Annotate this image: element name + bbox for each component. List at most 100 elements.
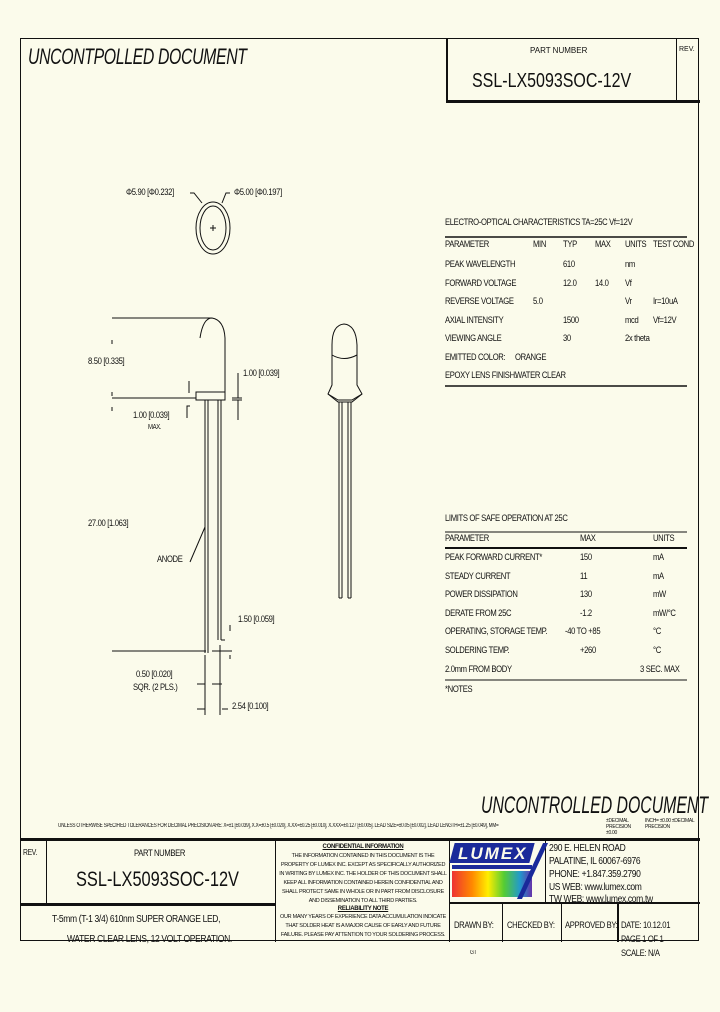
drawn-by: GT — [470, 950, 477, 956]
dim-lead-length: 27.00 [1.063] — [88, 518, 129, 528]
table-cell: °C — [653, 645, 661, 655]
title-block-part-number: SSL-LX5093SOC-12V — [76, 868, 239, 891]
table-cell: -40 TO +85 — [565, 626, 601, 637]
table-cell: nm — [625, 259, 635, 269]
table-cell: Vr — [625, 296, 632, 306]
table-cell: Vf=12V — [653, 314, 677, 325]
title-block-part-number-label: PART NUMBER — [134, 848, 186, 858]
table-cell: 30 — [563, 333, 571, 343]
side-view-flange — [195, 391, 226, 401]
mm-precision-note: ±DECIMAL PRECISION ±0.00 — [606, 818, 631, 836]
table-cell: +260 — [580, 645, 596, 655]
part-number-label: PART NUMBER — [530, 46, 588, 55]
table-cell: VIEWING ANGLE — [445, 333, 502, 343]
table-cell: mA — [653, 570, 664, 581]
col-parameter: PARAMETER — [445, 239, 489, 249]
table-cell: 11 — [580, 570, 588, 581]
reliability-title: RELIABILITY NOTE — [337, 906, 389, 912]
col-max: MAX — [580, 533, 596, 543]
table-cell: SOLDERING TEMP. — [445, 645, 510, 655]
table-cell: OPERATING, STORAGE TEMP. — [445, 626, 548, 637]
table-cell: DERATE FROM 25C — [445, 607, 512, 618]
drawn-by-label: DRAWN BY: — [454, 920, 494, 930]
col-test-cond: TEST COND — [653, 239, 695, 249]
title-block-rev-label: REV. — [23, 848, 37, 857]
table-cell: 1500 — [563, 314, 579, 325]
dim-standoff-note: MAX. — [148, 424, 162, 431]
dim-flange: 1.00 [0.039] — [243, 368, 280, 378]
confidential-text: THE INFORMATION CONTAINED IN THIS DOCUME… — [279, 853, 447, 904]
side-view-lens — [199, 317, 226, 392]
dim-lead-offset: 1.50 [0.059] — [238, 614, 275, 624]
page-count: PAGE 1 OF 1 — [621, 934, 664, 944]
table-cell: 2x theta — [625, 333, 650, 343]
table-cell: ORANGE — [515, 351, 547, 362]
electro-optical-table: ELECTRO-OPTICAL CHARACTERISTICS TA=25C V… — [445, 217, 694, 387]
dim-height: 8.50 [0.335] — [88, 356, 125, 366]
table-cell: PEAK WAVELENGTH — [445, 259, 516, 269]
table-cell: WATER CLEAR — [515, 370, 566, 380]
dim-lead-size-note: SQR. (2 PLS.) — [133, 682, 178, 692]
confidential-title: CONFIDENTIAL INFORMATION — [322, 844, 404, 850]
table-cell: 12.0 — [563, 277, 577, 288]
address-line-2: PALATINE, IL 60067-6976 — [549, 856, 641, 867]
limits-table: LIMITS OF SAFE OPERATION AT 25C PARAMETE… — [445, 513, 687, 703]
table-cell: mW/°C — [653, 607, 676, 618]
dim-lead-spacing: 2.54 [0.100] — [232, 701, 269, 711]
top-view-outer — [195, 201, 231, 255]
table-cell: FORWARD VOLTAGE — [445, 277, 517, 288]
table-cell: EPOXY LENS FINISH: — [445, 370, 517, 380]
table-cell: mA — [653, 552, 664, 562]
table-cell: mcd — [625, 314, 639, 325]
phone: PHONE: +1.847.359.2790 — [549, 869, 641, 880]
table-cell: AXIAL INTENSITY — [445, 314, 504, 325]
table-cell: PEAK FORWARD CURRENT* — [445, 552, 543, 562]
perspective-lens — [327, 323, 363, 403]
table-cell: 130 — [580, 589, 592, 600]
col-units: UNITS — [653, 533, 675, 543]
description-line-1: T-5mm (T-1 3/4) 610nm SUPER ORANGE LED, — [52, 914, 221, 925]
checked-by-label: CHECKED BY: — [507, 920, 555, 930]
us-web-link[interactable]: US WEB: www.lumex.com — [549, 882, 642, 893]
table-cell: Ir=10uA — [653, 296, 678, 306]
lumex-logo: LUMEX — [449, 843, 549, 899]
col-max: MAX — [595, 239, 611, 249]
table-cell: °C — [653, 626, 661, 637]
rev-label: REV. — [679, 46, 695, 53]
anode-label: ANODE — [157, 554, 183, 564]
uncontrolled-watermark-bottom: UNCONTROLLED DOCUMENT — [481, 792, 709, 819]
dim-standoff: 1.00 [0.039] — [133, 410, 170, 420]
col-units: UNITS — [625, 239, 647, 249]
part-number: SSL-LX5093SOC-12V — [472, 70, 632, 92]
table-cell: 14.0 — [595, 277, 609, 288]
col-typ: TYP — [563, 239, 577, 249]
table-cell: -1.2 — [580, 607, 592, 618]
inch-precision-note: INCH= ±0.00 ±DECIMAL PRECISION — [645, 818, 695, 830]
table-cell: 3 SEC. MAX — [640, 663, 680, 674]
top-view-lens — [199, 205, 227, 251]
dim-lead-size: 0.50 [0.020] — [136, 669, 173, 679]
table-title: ELECTRO-OPTICAL CHARACTERISTICS TA=25C V… — [445, 217, 633, 227]
table-cell: Vf — [625, 277, 632, 288]
col-parameter: PARAMETER — [445, 533, 489, 543]
table-cell: REVERSE VOLTAGE — [445, 296, 514, 306]
table-cell: 150 — [580, 552, 592, 562]
drawing-frame — [20, 38, 699, 941]
approved-by-label: APPROVED BY: — [565, 920, 618, 930]
date: DATE: 10.12.01 — [621, 920, 671, 930]
table-cell: 5.0 — [533, 296, 543, 306]
notes-label: *NOTES — [445, 684, 473, 694]
scale: SCALE: N/A — [621, 948, 660, 958]
col-min: MIN — [533, 239, 547, 249]
description-line-2: WATER CLEAR LENS, 12 VOLT OPERATION. — [67, 934, 232, 945]
tolerance-note: UNLESS OTHERWISE SPECIFIED TOLERANCES FO… — [58, 823, 499, 829]
tw-web-link[interactable]: TW WEB: www.lumex.com.tw — [549, 894, 653, 905]
dim-lens-diameter: Φ5.00 [Φ0.197] — [234, 187, 282, 197]
address-line-1: 290 E. HELEN ROAD — [549, 843, 626, 854]
table-cell: EMITTED COLOR: — [445, 351, 506, 362]
table-cell: 2.0mm FROM BODY — [445, 663, 512, 674]
logo-text: LUMEX — [458, 844, 528, 863]
table-title: LIMITS OF SAFE OPERATION AT 25C — [445, 513, 568, 523]
table-cell: 610 — [563, 259, 575, 269]
